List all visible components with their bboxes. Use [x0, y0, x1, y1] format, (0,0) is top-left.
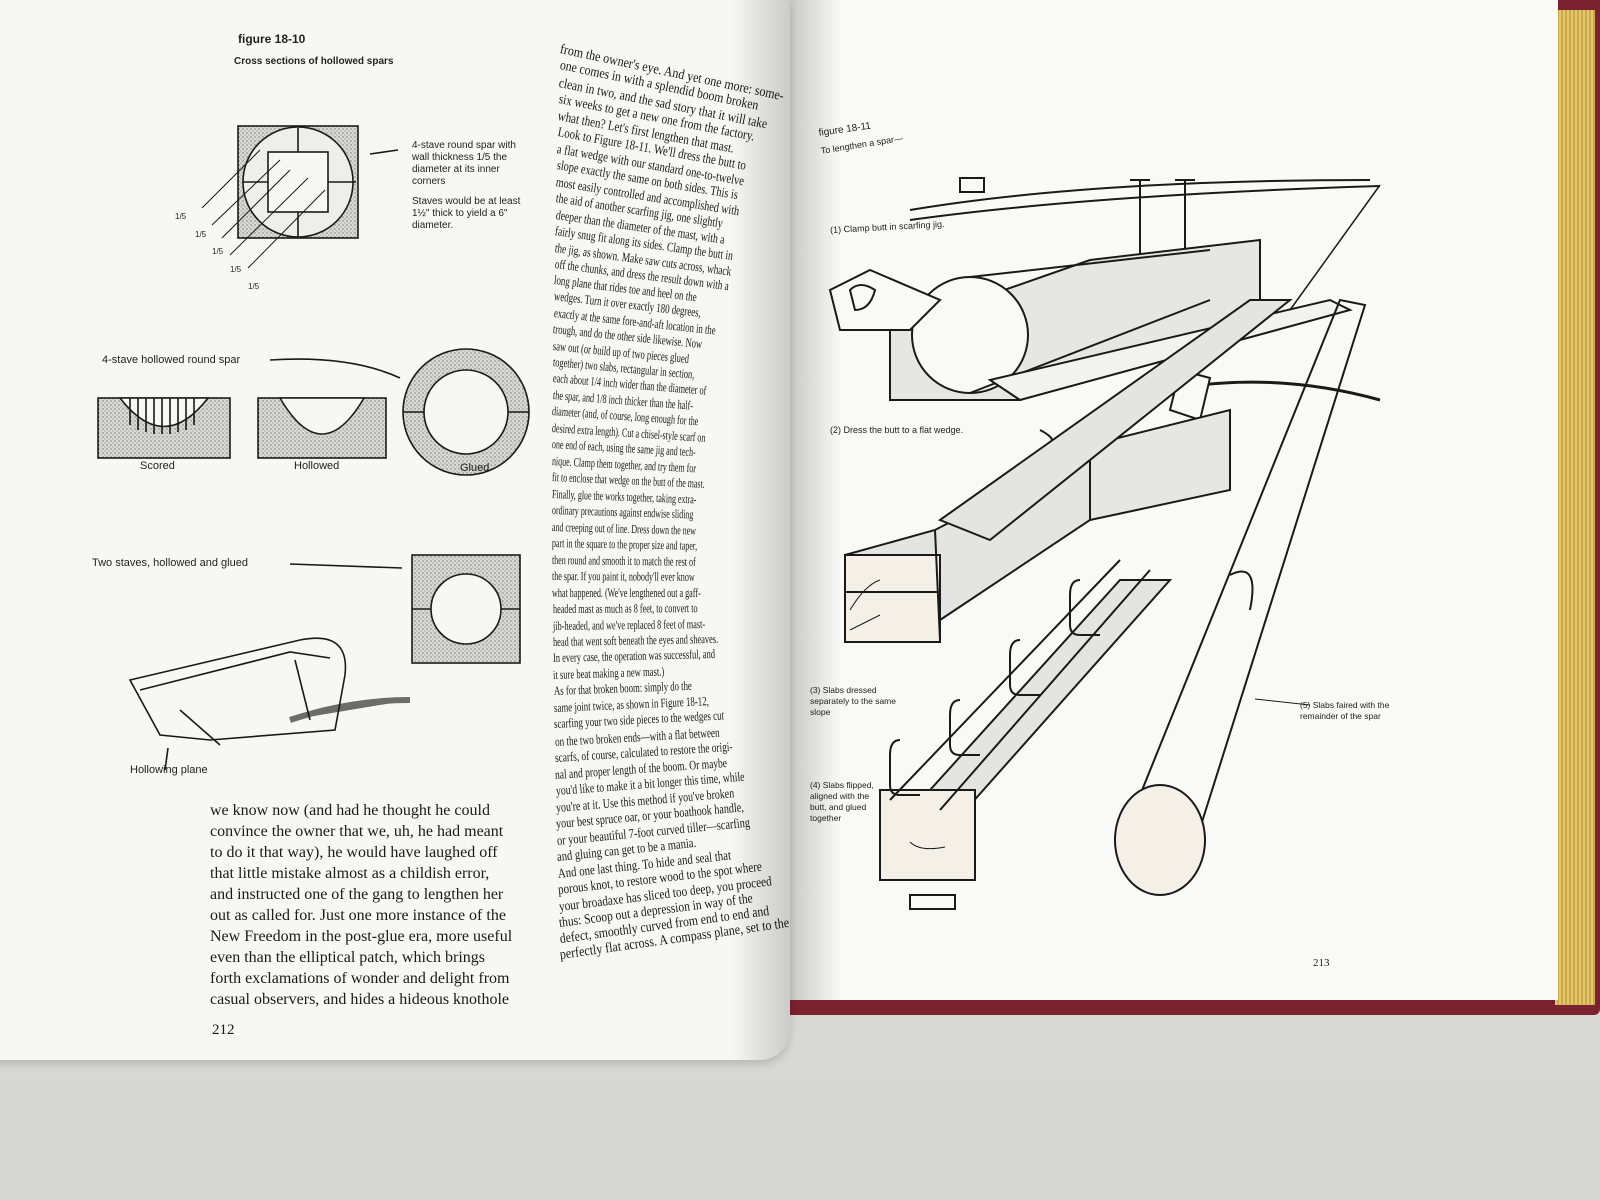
- text-line: then round and smooth it to match the re…: [552, 552, 696, 569]
- fraction-label-3: 1/5: [212, 247, 224, 256]
- text-line: casual observers, and hides a hideous kn…: [210, 991, 510, 1008]
- text-line: we know now (and had he thought he could: [210, 802, 490, 819]
- step-4-label: (4) Slabs flipped, aligned with the butt…: [810, 780, 874, 823]
- spar-lengthening-illustration: [828, 177, 1381, 910]
- text-line: what happened. (We've lengthened out a g…: [552, 585, 702, 600]
- figure-18-10-number: figure 18-10: [238, 32, 306, 46]
- hollowed-round-spar-label: 4-stave hollowed round spar: [102, 354, 241, 366]
- text-line: convince the owner that we, uh, he had m…: [210, 823, 504, 840]
- text-line: In every case, the operation was success…: [552, 647, 716, 666]
- hollowed-label: Hollowed: [294, 460, 340, 472]
- hollowing-plane-label: Hollowing plane: [130, 764, 208, 776]
- text-line: jib-headed, and we've replaced 8 feet of…: [552, 616, 705, 633]
- scored-label: Scored: [140, 460, 175, 472]
- fraction-label-1: 1/5: [175, 212, 187, 221]
- hollowed-spar-sections: [97, 125, 530, 771]
- text-line: even than the elliptical patch, which br…: [210, 949, 486, 966]
- fraction-label-5: 1/5: [248, 282, 260, 291]
- text-line: the spar. If you paint it, nobody'll eve…: [552, 569, 695, 585]
- glued-label: Glued: [460, 462, 490, 474]
- callout-staves: Staves would be at least 1½" thick to yi…: [412, 196, 521, 231]
- right-page: figure 18-11 To lengthen a spar—: [790, 0, 1558, 1000]
- two-staves-label: Two staves, hollowed and glued: [92, 557, 248, 569]
- page-edges: [1555, 10, 1595, 1005]
- figure-18-10-title: Cross sections of hollowed spars: [234, 56, 394, 67]
- step-3-label: (3) Slabs dressed separately to the same…: [810, 685, 896, 717]
- page-number-213: 213: [1313, 957, 1330, 969]
- text-line: that little mistake almost as a childish…: [210, 865, 490, 882]
- text-line: out as called for. Just one more instanc…: [210, 907, 506, 924]
- page-number-212: 212: [212, 1022, 235, 1038]
- step-5-label: (5) Slabs faired with the remainder of t…: [1300, 700, 1390, 721]
- step-2-label: (2) Dress the butt to a flat wedge.: [830, 425, 964, 435]
- text-line: headed mast as much as 8 feet, to conver…: [552, 601, 698, 617]
- text-line: and instructed one of the gang to length…: [210, 886, 504, 903]
- fraction-label-4: 1/5: [230, 265, 242, 274]
- fraction-label-2: 1/5: [195, 230, 207, 239]
- text-line: New Freedom in the post-glue era, more u…: [210, 928, 513, 945]
- left-page: figure 18-10 Cross sections of hollowed …: [0, 0, 790, 1060]
- text-line: to do it that way), he would have laughe…: [210, 844, 498, 861]
- text-line: part in the square to the proper size an…: [551, 536, 698, 553]
- right-column-text: from the owner's eye. And yet one more: …: [0, 0, 790, 1060]
- callout-four-stave: 4-stave round spar with wall thickness 1…: [412, 140, 516, 187]
- text-line: forth exclamations of wonder and delight…: [210, 970, 510, 987]
